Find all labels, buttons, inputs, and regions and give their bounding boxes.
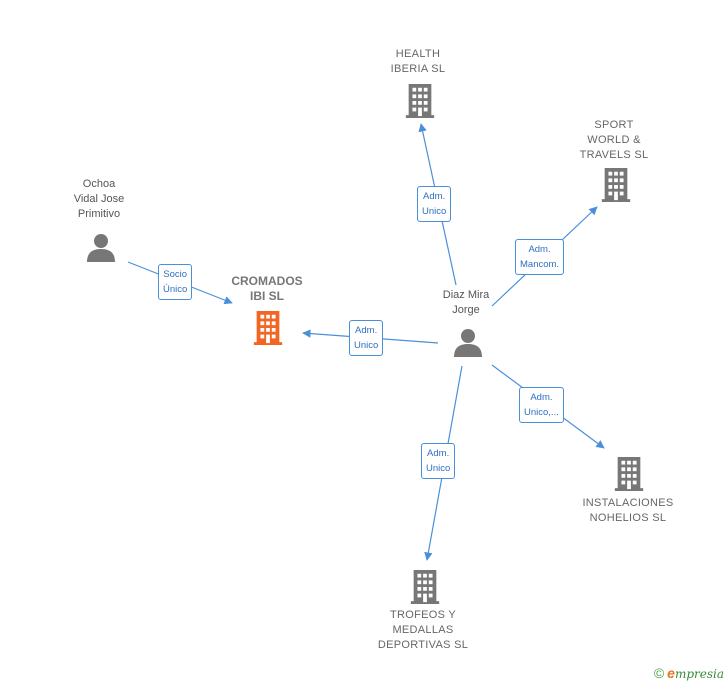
edge-label-line: Unico [422, 206, 447, 217]
edge-label-line: Único [163, 284, 188, 295]
building-icon[interactable] [410, 570, 440, 604]
building-icon[interactable] [405, 84, 435, 118]
node-label-line: IBERIA SL [390, 63, 446, 75]
node-label-ochoa-vidal[interactable]: Ochoa Vidal Jose Primitivo [74, 177, 125, 222]
node-label-line: MEDALLAS [392, 624, 454, 636]
node-label-diaz-mira[interactable]: Diaz Mira Jorge [443, 288, 489, 318]
brand-name: mpresia [674, 667, 724, 681]
node-label-line: NOHELIOS SL [589, 512, 667, 524]
building-icon[interactable] [253, 311, 283, 345]
node-label-cromados-ibi[interactable]: CROMADOS IBI SL [231, 274, 302, 304]
node-label-line: TRAVELS SL [579, 149, 649, 161]
person-icon[interactable] [454, 329, 482, 357]
edge-label-line: Unico,... [524, 407, 559, 418]
edge-label-line: Mancom. [520, 259, 560, 270]
edge-label-line: Adm. [528, 244, 551, 255]
node-label-line: Vidal Jose [73, 193, 125, 205]
node-label-line: HEALTH [395, 48, 441, 60]
person-icon[interactable] [87, 234, 115, 262]
edge-label-diaz-instalaciones[interactable]: Adm. Unico,... [519, 387, 564, 423]
copyright-icon: © [653, 665, 665, 681]
edge-label-diaz-sport[interactable]: Adm. Mancom. [515, 239, 565, 275]
edge-label-line: Adm. [355, 325, 378, 336]
node-label-sport-world-travels[interactable]: SPORT WORLD & TRAVELS SL [580, 118, 649, 163]
node-label-line: IBI SL [249, 289, 284, 303]
node-label-instalaciones-nohelios[interactable]: INSTALACIONES NOHELIOS SL [582, 496, 673, 526]
empresia-watermark: ©empresia [654, 665, 724, 681]
edge-label-diaz-cromados[interactable]: Adm. Unico [349, 320, 384, 356]
node-label-line: Primitivo [77, 208, 121, 220]
edge-label-line: Unico [354, 340, 379, 351]
node-label-line: CROMADOS [231, 274, 303, 288]
building-icon[interactable] [614, 457, 644, 491]
edge-label-line: Adm. [530, 392, 553, 403]
node-label-line: SPORT [594, 119, 634, 131]
edge-label-line: Unico [426, 463, 451, 474]
node-label-line: Jorge [452, 304, 480, 316]
edge-label-line: Socio [163, 269, 188, 280]
node-label-line: INSTALACIONES [582, 497, 674, 509]
node-label-line: DEPORTIVAS SL [377, 639, 469, 651]
brand-initial: e [667, 665, 675, 681]
edge-label-diaz-health[interactable]: Adm. Unico [417, 186, 452, 222]
edge-label-diaz-trofeos[interactable]: Adm. Unico [421, 443, 456, 479]
building-icon[interactable] [601, 168, 631, 202]
edge-label-line: Adm. [427, 448, 450, 459]
node-label-line: TROFEOS Y [389, 609, 457, 621]
node-label-line: Diaz Mira [442, 289, 490, 301]
node-label-health-iberia[interactable]: HEALTH IBERIA SL [391, 47, 446, 77]
node-label-trofeos-medallas[interactable]: TROFEOS Y MEDALLAS DEPORTIVAS SL [378, 608, 468, 653]
node-label-line: Ochoa [82, 178, 116, 190]
edge-label-ochoa-cromados[interactable]: Socio Único [158, 264, 193, 300]
edge-label-line: Adm. [423, 191, 446, 202]
node-label-line: WORLD & [587, 134, 641, 146]
